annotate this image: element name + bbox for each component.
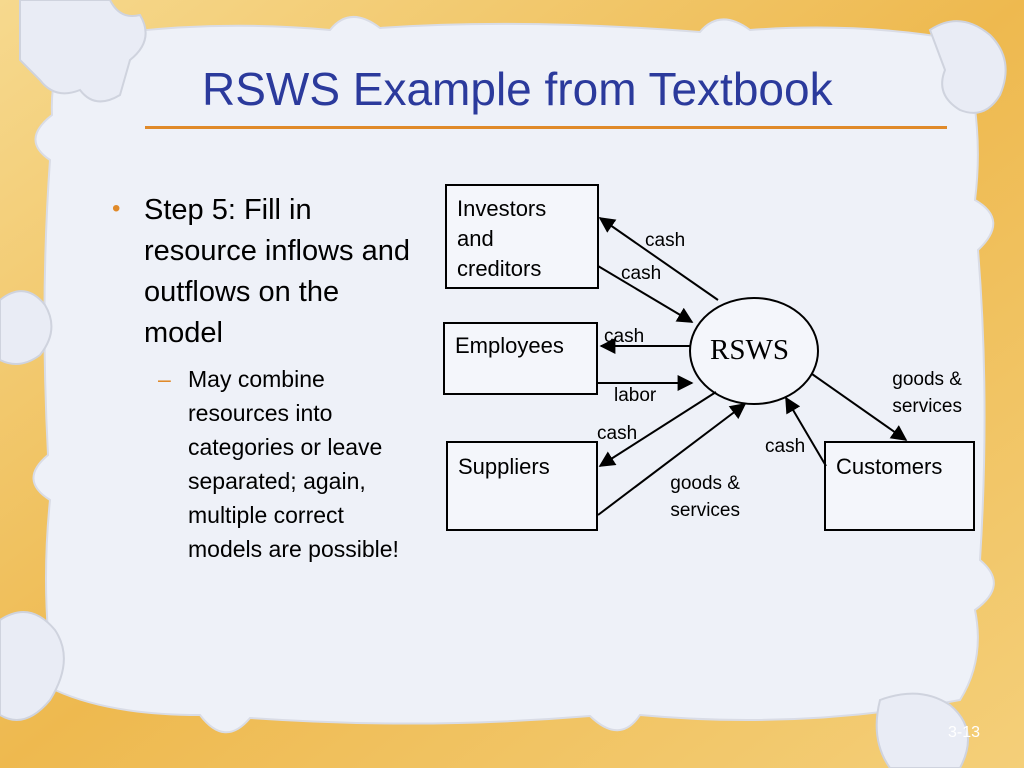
flow-label-investors-in: cash <box>621 263 662 284</box>
page-number: 3-13 <box>948 724 981 741</box>
flow-label-customers-in: cash <box>765 436 806 457</box>
bullet-list: • Step 5: Fill in resource inflows and o… <box>112 190 422 566</box>
entity-investors-label: Investors and creditors <box>457 196 547 281</box>
flow-label-customers-out: goods & services <box>892 369 962 417</box>
flow-label-investors-out: cash <box>645 230 686 251</box>
bullet-dot-icon: • <box>112 195 121 222</box>
slide-title: RSWS Example from Textbook <box>202 63 833 115</box>
bullet-main: • Step 5: Fill in resource inflows and o… <box>112 190 422 354</box>
bullet-sub: – May combine resources into categories … <box>158 362 418 566</box>
rsws-label: RSWS <box>710 334 789 366</box>
flow-label-suppliers-out: cash <box>597 423 638 444</box>
flow-label-employees-in: labor <box>614 385 657 406</box>
bullet-dash-icon: – <box>158 366 171 392</box>
bullet-main-text: Step 5: Fill in resource inflows and out… <box>144 194 410 349</box>
bullet-sub-text: May combine resources into categories or… <box>188 366 399 562</box>
entity-suppliers-label: Suppliers <box>458 454 550 479</box>
flow-label-employees-out: cash <box>604 326 645 347</box>
entity-customers: Customers <box>824 441 975 531</box>
entity-employees: Employees <box>443 322 598 395</box>
flow-label-suppliers-in: goods & services <box>670 473 740 521</box>
entity-investors: Investors and creditors <box>445 184 599 289</box>
title-underline <box>145 126 947 129</box>
entity-suppliers: Suppliers <box>446 441 598 531</box>
entity-customers-label: Customers <box>836 454 943 479</box>
entity-employees-label: Employees <box>455 333 564 358</box>
